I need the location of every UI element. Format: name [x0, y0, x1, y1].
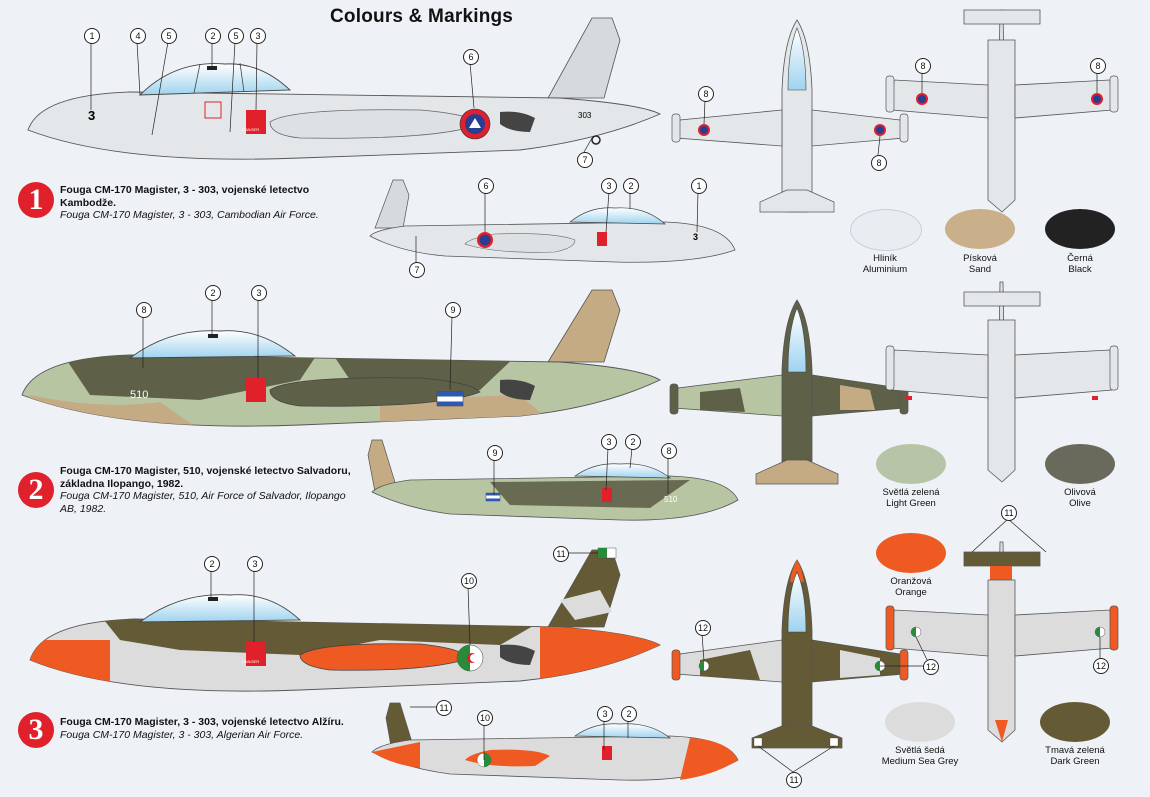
profile-2-large: 510: [21, 289, 661, 427]
callout-11: 11: [1001, 505, 1017, 521]
callout-12: 12: [1093, 658, 1109, 674]
nose-number-2: 510: [130, 389, 148, 401]
callout-7: 7: [409, 262, 425, 278]
callout-12: 12: [695, 620, 711, 636]
callout-11: 11: [786, 772, 802, 788]
entry-1-caption: Fouga CM-170 Magister, 3 - 303, vojenské…: [60, 184, 360, 222]
callout-11: 11: [553, 546, 569, 562]
swatch-dark-green: [1040, 702, 1110, 742]
callout-6: 6: [463, 49, 479, 65]
callout-3: 3: [250, 28, 266, 44]
callout-3: 3: [247, 556, 263, 572]
swatch-orange: [876, 533, 946, 573]
callout-3: 3: [597, 706, 613, 722]
callout-2: 2: [204, 556, 220, 572]
callout-7: 7: [577, 152, 593, 168]
callout-2: 2: [205, 285, 221, 301]
callout-4: 4: [130, 28, 146, 44]
entry-2-caption: Fouga CM-170 Magister, 510, vojenské let…: [60, 465, 360, 515]
bottom-view-2: [885, 281, 1119, 483]
callout-8: 8: [661, 443, 677, 459]
callout-11: 11: [436, 700, 452, 716]
profile-3-large: [29, 547, 661, 692]
callout-2: 2: [205, 28, 221, 44]
bottom-view-1: [885, 9, 1119, 213]
callout-10: 10: [461, 573, 477, 589]
entry-number-badge-2: 2: [18, 472, 54, 508]
callout-3: 3: [601, 434, 617, 450]
callout-8: 8: [871, 155, 887, 171]
callout-6: 6: [478, 178, 494, 194]
profile-2-small: [367, 439, 739, 521]
nose-number-1-small: 3: [693, 232, 698, 242]
entry-1-english: Fouga CM-170 Magister, 3 - 303, Cambodia…: [60, 209, 319, 221]
callout-5: 5: [228, 28, 244, 44]
entry-2-english: Fouga CM-170 Magister, 510, Air Force of…: [60, 490, 346, 515]
callout-8: 8: [136, 302, 152, 318]
entry-2-czech: Fouga CM-170 Magister, 510, vojenské let…: [60, 465, 351, 490]
callout-3: 3: [251, 285, 267, 301]
top-view-3: [671, 559, 909, 749]
callout-8: 8: [698, 86, 714, 102]
profile-3-small: [371, 702, 739, 781]
callout-5: 5: [161, 28, 177, 44]
bottom-view-3: [885, 541, 1119, 743]
callout-2: 2: [625, 434, 641, 450]
callout-2: 2: [621, 706, 637, 722]
top-view-1: [671, 19, 909, 213]
nose-number-1: 3: [88, 108, 95, 123]
top-view-2: [669, 299, 909, 485]
profile-1-small: [369, 179, 736, 263]
nose-number-2-small: 510: [664, 495, 678, 504]
entry-3-czech: Fouga CM-170 Magister, 3 - 303, vojenské…: [60, 716, 344, 728]
callout-3: 3: [601, 178, 617, 194]
swatch-medium-sea-grey: [885, 702, 955, 742]
callout-8: 8: [915, 58, 931, 74]
callout-9: 9: [487, 445, 503, 461]
callout-9: 9: [445, 302, 461, 318]
swatch-olive: [1045, 444, 1115, 484]
entry-number-badge-3: 3: [18, 712, 54, 748]
leader-lines: [90, 41, 1101, 773]
swatch-sand: [945, 209, 1015, 249]
entry-1-czech: Fouga CM-170 Magister, 3 - 303, vojenské…: [60, 184, 310, 209]
entry-number-badge-1: 1: [18, 182, 54, 218]
swatch-light-green: [876, 444, 946, 484]
callout-12: 12: [923, 659, 939, 675]
swatch-black: [1045, 209, 1115, 249]
entry-3-caption: Fouga CM-170 Magister, 3 - 303, vojenské…: [60, 716, 370, 741]
page-title: Colours & Markings: [330, 6, 514, 27]
callout-10: 10: [477, 710, 493, 726]
callout-1: 1: [84, 28, 100, 44]
tail-number-1: 303: [578, 111, 592, 120]
entry-3-english: Fouga CM-170 Magister, 3 - 303, Algerian…: [60, 728, 304, 741]
swatch-aluminium: [850, 209, 922, 251]
profile-1-large: 3 303: [27, 17, 662, 160]
callout-8: 8: [1090, 58, 1106, 74]
callout-2: 2: [623, 178, 639, 194]
callout-1: 1: [691, 178, 707, 194]
